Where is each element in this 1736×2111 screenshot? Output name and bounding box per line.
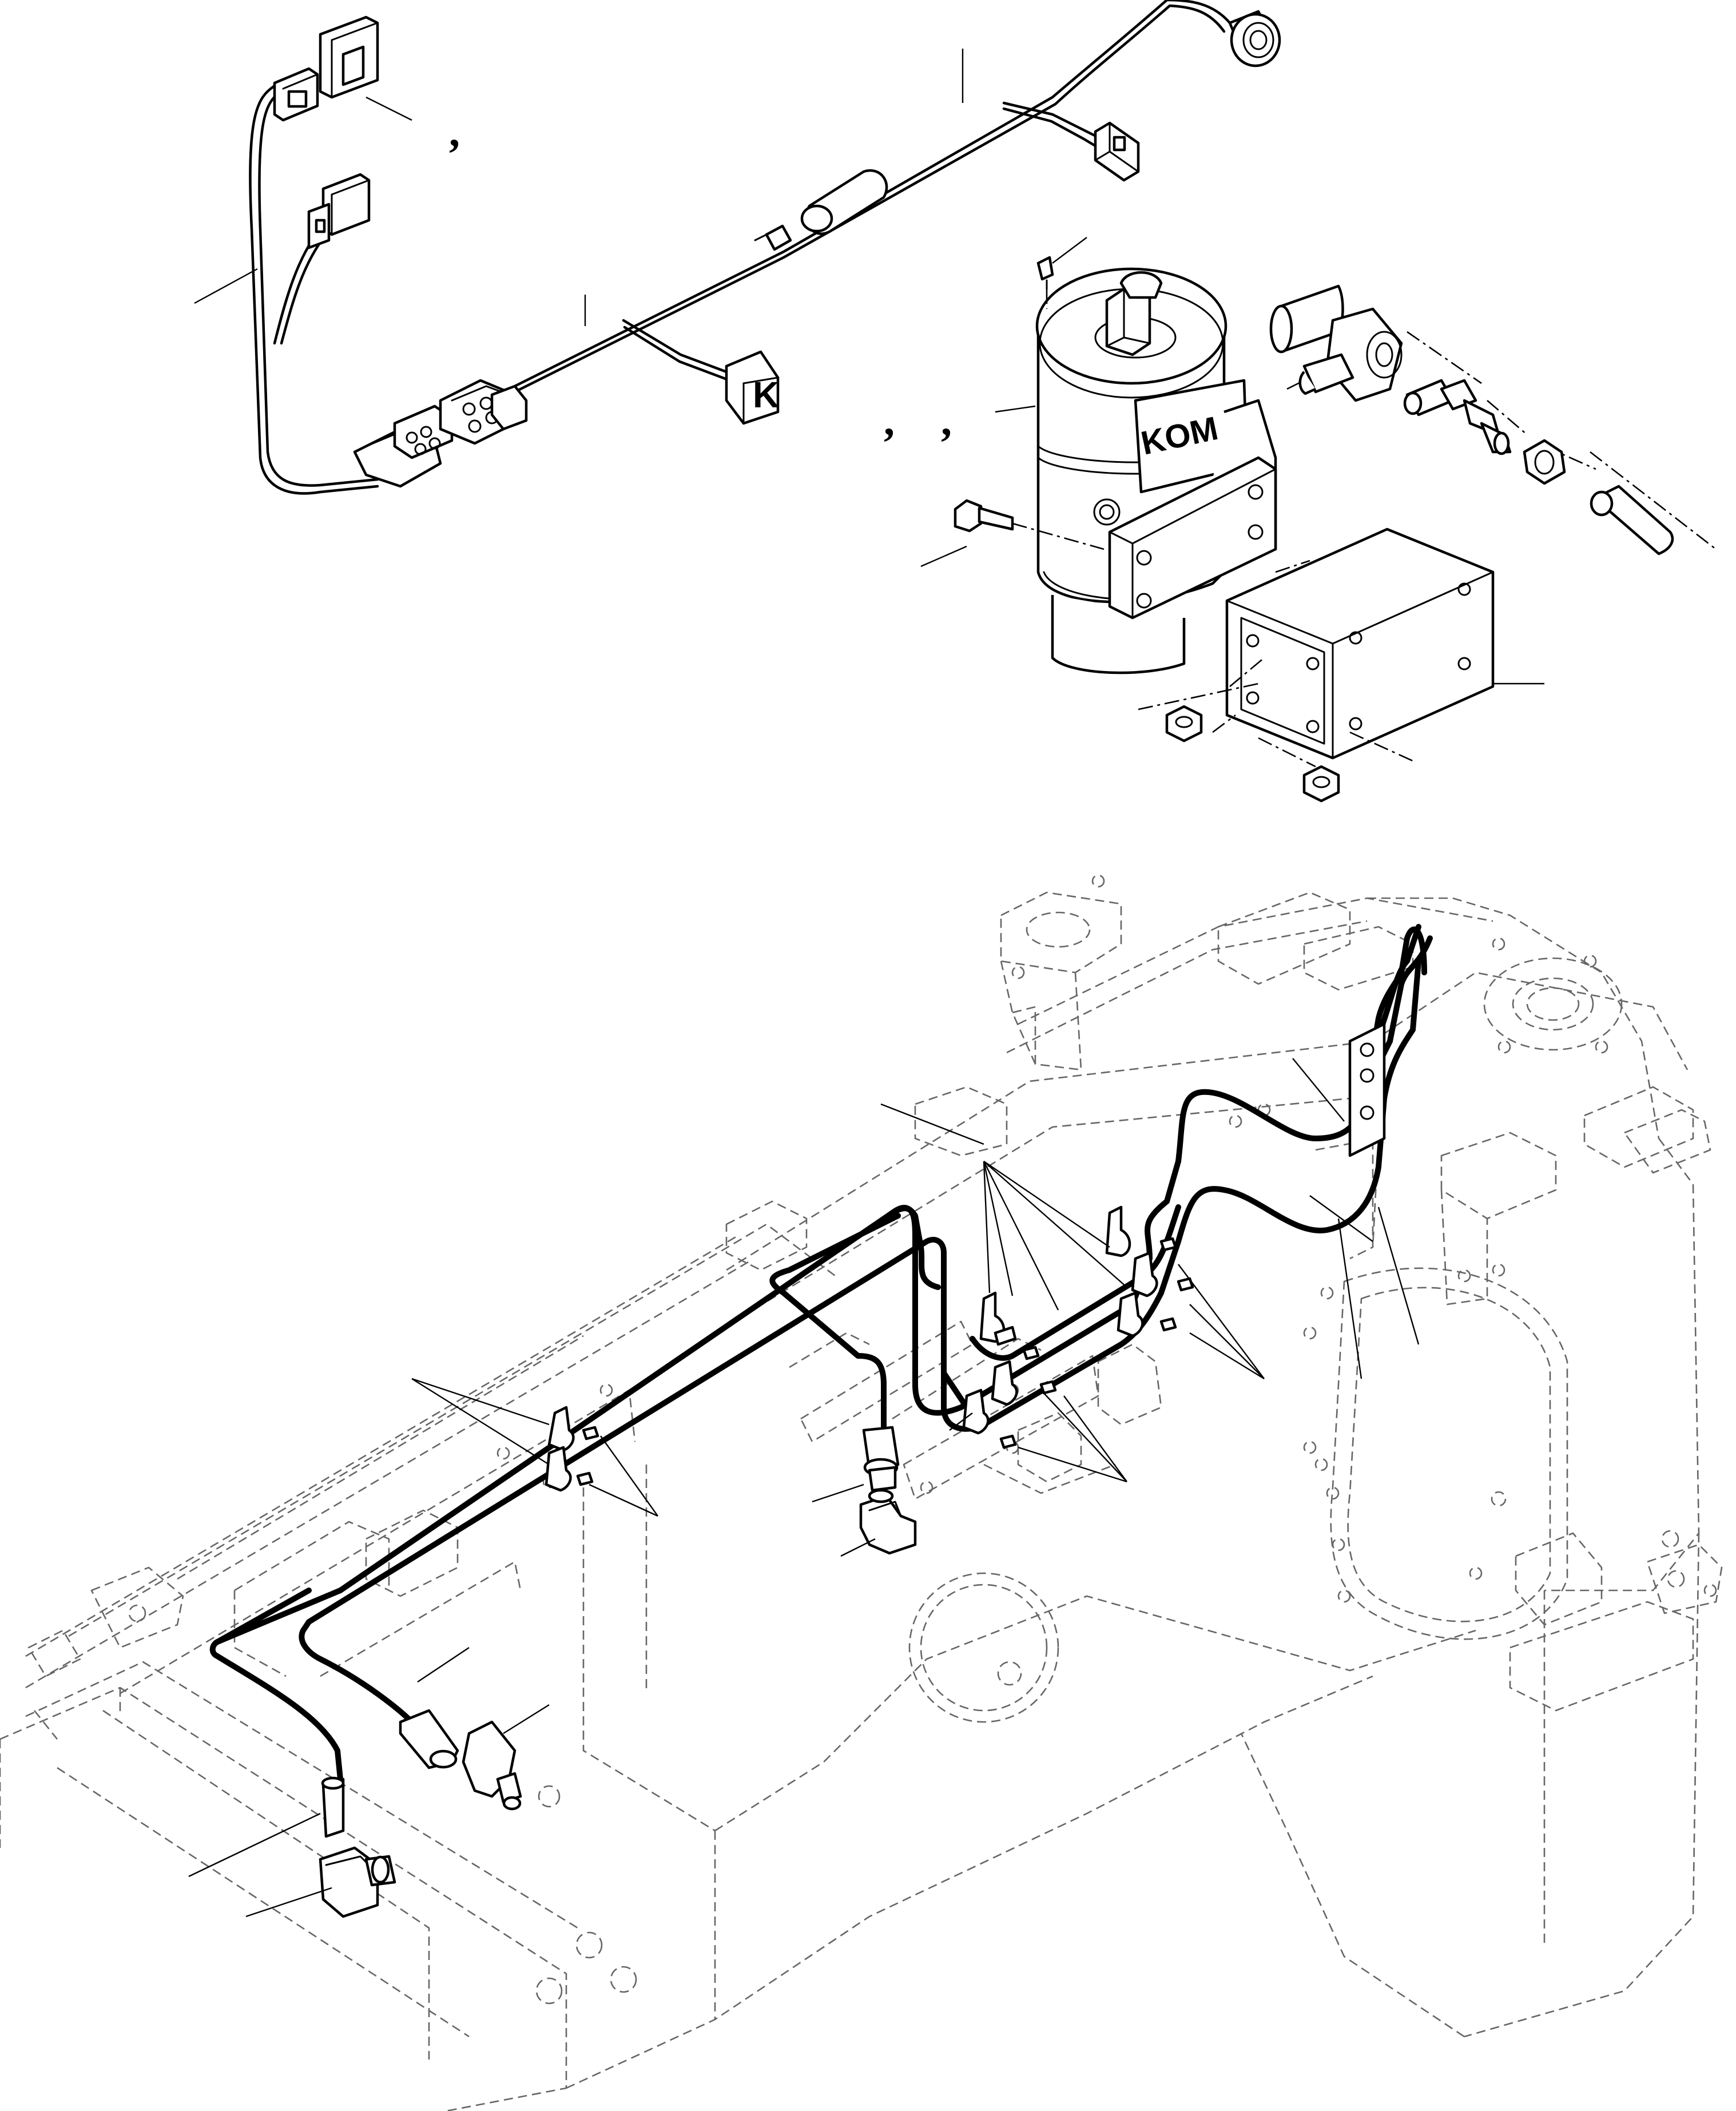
- harness-round-connector: [1228, 10, 1281, 68]
- pipe-end-bracket: [1348, 1022, 1386, 1157]
- lubrication-pipe: [209, 924, 1433, 1782]
- frame-holes: [128, 874, 1717, 2005]
- pipe-clamp: [545, 1205, 1158, 1492]
- separator-3: ,: [941, 396, 952, 445]
- frame: [0, 874, 1723, 2111]
- leader-lines: [188, 96, 1544, 1918]
- harness-connector-relay: [1094, 121, 1140, 182]
- harness-connector-6pin: [353, 379, 528, 488]
- straight-connector: [321, 1426, 900, 1838]
- harness-connector-switch: [273, 15, 379, 122]
- hose-sleeve: [1590, 485, 1674, 555]
- hose-nipple: [1403, 379, 1512, 455]
- harness-connector-relay: [307, 173, 371, 249]
- harness-connector-flag: K: [725, 350, 780, 425]
- clamp-bolt: [954, 499, 1105, 550]
- connector-mark: K: [753, 374, 779, 415]
- wiring-harness: [249, 0, 1232, 495]
- flare-nut: [1523, 439, 1566, 485]
- harness-grommet: [754, 169, 888, 251]
- protective-cover: [1225, 527, 1495, 760]
- separator-1: ,: [449, 108, 460, 156]
- tee-fitting: [1269, 284, 1403, 402]
- elbow-fitting: [319, 1489, 917, 1918]
- separator-2: ,: [884, 396, 895, 445]
- mounting-bracket: [1093, 399, 1277, 620]
- flare-nut: [1165, 705, 1340, 803]
- clamp-bolt: [576, 1237, 1194, 1486]
